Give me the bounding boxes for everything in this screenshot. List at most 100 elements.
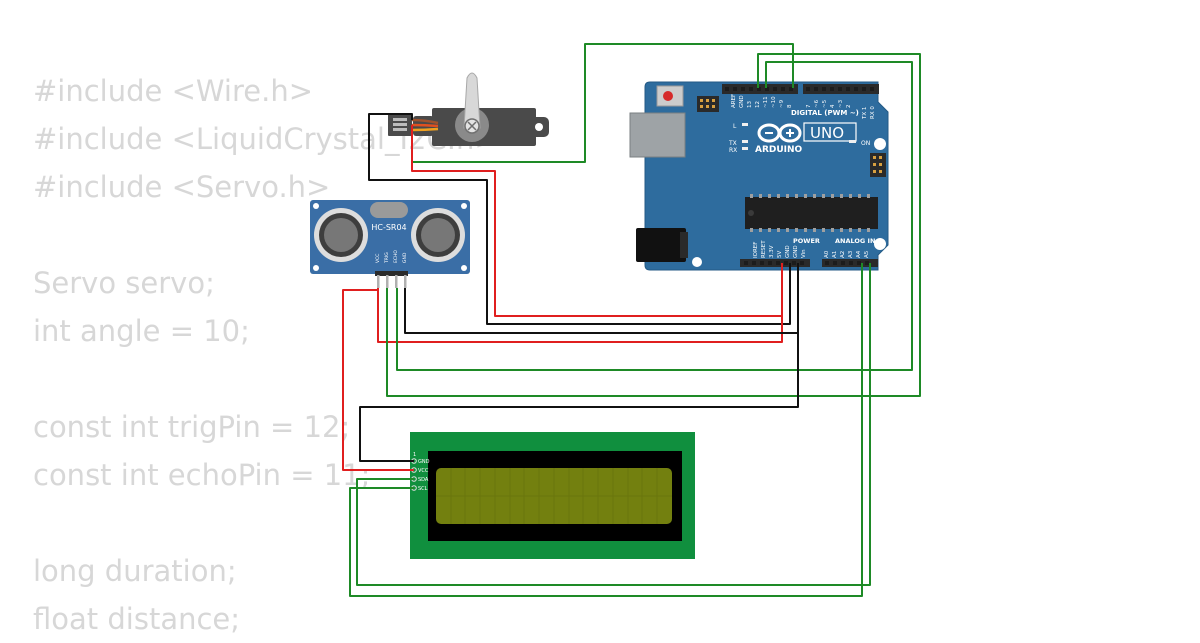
servo-mount-hole bbox=[535, 123, 543, 131]
pin-label-a3: A3 bbox=[848, 250, 854, 258]
ultrasonic-sensor[interactable]: HC-SR04 VCC TRIG ECHO GND bbox=[310, 200, 470, 288]
servo-wire-brown bbox=[411, 118, 439, 125]
wire-lcd-vcc[interactable] bbox=[342, 289, 414, 471]
pin-label-vin: Vin bbox=[801, 249, 807, 258]
pin-label-a1: A1 bbox=[832, 251, 838, 258]
digital-header-sockets bbox=[725, 87, 874, 91]
code-line: int angle = 10; bbox=[33, 314, 250, 348]
wire-servo-ground[interactable] bbox=[368, 113, 791, 325]
board-brand-label: ARDUINO bbox=[755, 145, 803, 155]
wire-lcd-gnd[interactable] bbox=[359, 263, 799, 462]
servo-horn[interactable] bbox=[463, 72, 481, 129]
sensor-pin-label-vcc: VCC bbox=[375, 254, 381, 263]
led-tx-indicator bbox=[742, 140, 748, 143]
wire-sensor-echo[interactable] bbox=[396, 61, 913, 371]
led-label-rx: RX bbox=[729, 147, 737, 154]
servo-motor[interactable] bbox=[388, 72, 549, 146]
power-header-label: POWER bbox=[793, 237, 820, 245]
power-header bbox=[740, 259, 810, 267]
sensor-pin-gnd[interactable] bbox=[404, 275, 407, 288]
sensor-hole bbox=[461, 203, 467, 209]
sensor-model-label: HC-SR04 bbox=[371, 223, 406, 232]
led-rx-indicator bbox=[742, 147, 748, 150]
pin-label-d13: 13 bbox=[747, 101, 753, 108]
servo-screw-icon bbox=[467, 121, 477, 131]
sensor-hole bbox=[313, 203, 319, 209]
lcd-pin-label-1: 1 bbox=[413, 452, 416, 458]
lcd-pin-label-scl: SCL bbox=[418, 486, 428, 492]
led-l-indicator bbox=[742, 123, 748, 126]
pin-label-3v3: 3.3V bbox=[769, 245, 775, 258]
pin-label-a4: A4 bbox=[856, 250, 862, 258]
pin-label-d2: 2 bbox=[846, 105, 852, 109]
wire-sensor-trig[interactable] bbox=[386, 53, 921, 397]
wire-sensor-vcc[interactable] bbox=[377, 263, 783, 343]
led-on-indicator bbox=[849, 140, 856, 143]
pin-label-d5: ~5 bbox=[822, 99, 828, 108]
icsp-pins-right bbox=[873, 156, 882, 173]
microcontroller-chip bbox=[745, 194, 878, 232]
lcd-pin-label-gnd: GND bbox=[418, 459, 430, 465]
wire-lcd-scl[interactable] bbox=[349, 263, 863, 597]
pin-label-tx1: TX 1 bbox=[862, 107, 868, 120]
sensor-pin-echo[interactable] bbox=[395, 275, 398, 288]
sensor-pin-label-gnd: GND bbox=[402, 252, 408, 263]
servo-pin[interactable] bbox=[393, 118, 407, 121]
pin-label-a0: A0 bbox=[824, 250, 830, 258]
code-line: long duration; bbox=[33, 554, 237, 588]
pin-label-d4: 4 bbox=[830, 104, 836, 108]
pin-label-5v: 5V bbox=[777, 251, 783, 258]
arduino-mount-hole bbox=[874, 238, 886, 250]
pin-label-d8: 8 bbox=[787, 104, 793, 108]
code-line: Servo servo; bbox=[33, 266, 215, 300]
arduino-mount-hole bbox=[874, 138, 886, 150]
board-model-label: UNO bbox=[810, 124, 844, 142]
pin-label-d12: 12 bbox=[755, 101, 761, 108]
pin-label-d10: ~10 bbox=[771, 96, 777, 108]
code-line: #include <Wire.h> bbox=[33, 74, 314, 108]
digital-header-label: DIGITAL (PWM ~) bbox=[791, 109, 859, 117]
servo-wire-red bbox=[411, 123, 439, 128]
servo-pin[interactable] bbox=[393, 128, 407, 131]
lcd-pin-label-vcc: VCC bbox=[418, 468, 429, 474]
uno-badge bbox=[803, 122, 857, 142]
pin-label-d9: ~9 bbox=[779, 99, 785, 108]
led-label-tx: TX bbox=[728, 140, 737, 147]
bottom-header-sockets bbox=[744, 261, 869, 265]
code-line: const int echoPin = 11; bbox=[33, 458, 371, 492]
usb-port bbox=[629, 112, 686, 158]
led-label-l: L bbox=[733, 123, 737, 130]
pin-label-a2: A2 bbox=[840, 251, 846, 258]
servo-wire-orange bbox=[411, 127, 439, 132]
sensor-hole bbox=[313, 265, 319, 271]
sensor-pin-header bbox=[375, 271, 408, 276]
analog-header-label: ANALOG IN bbox=[835, 237, 875, 245]
pin-label-a5: A5 bbox=[864, 250, 870, 258]
sensor-pin-vcc[interactable] bbox=[377, 275, 380, 288]
pin-label-aref: AREF bbox=[731, 94, 737, 108]
lcd-pin-label-sda: SDA bbox=[418, 477, 429, 483]
servo-pin[interactable] bbox=[393, 123, 407, 126]
pin-label-d6: ~6 bbox=[814, 99, 820, 108]
sensor-transducer-right bbox=[411, 208, 465, 262]
circuit-diagram: HC-SR04 VCC TRIG ECHO GND bbox=[310, 43, 921, 597]
pin-label-d3: ~3 bbox=[838, 99, 844, 108]
pin-label-gnd2: GND bbox=[793, 245, 799, 258]
wires bbox=[342, 43, 921, 597]
sensor-pin-label-trig: TRIG bbox=[384, 252, 390, 264]
pin-label-ioref: IOREF bbox=[753, 242, 759, 258]
reset-button[interactable] bbox=[663, 91, 673, 101]
lcd-character-grid bbox=[436, 468, 672, 524]
lcd-display[interactable]: 1 GND VCC SDA SCL bbox=[410, 432, 695, 559]
pin-label-rx0: RX 0 bbox=[870, 106, 876, 119]
pin-label-gnd1: GND bbox=[785, 245, 791, 258]
pin-label-reset: RESET bbox=[761, 240, 767, 258]
pin-label-d7: 7 bbox=[806, 104, 812, 108]
sensor-crystal bbox=[370, 202, 408, 218]
sensor-pin-trig[interactable] bbox=[386, 275, 389, 288]
wire-lcd-sda[interactable] bbox=[356, 263, 871, 586]
arduino-logo-icon bbox=[757, 123, 802, 143]
arduino-uno-board[interactable]: AREF GND 13 12 ~11 ~10 ~9 8 7 ~6 ~5 4 ~3… bbox=[629, 81, 889, 271]
code-line: #include <Servo.h> bbox=[33, 170, 331, 204]
sensor-transducer-left bbox=[314, 208, 368, 262]
